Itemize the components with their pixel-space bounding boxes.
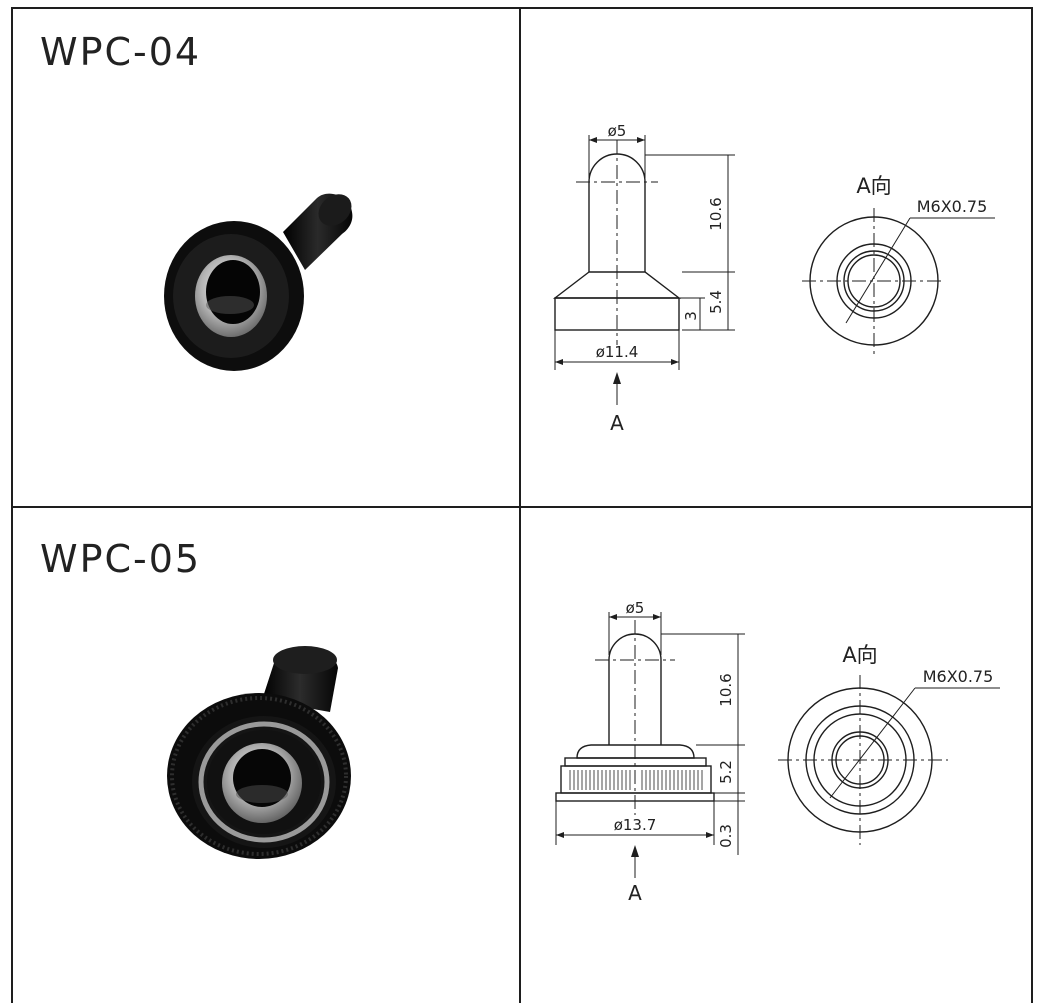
dim-top-diameter: ø5 — [608, 122, 627, 140]
dim-base-diameter: ø13.7 — [614, 816, 657, 834]
view-label: A向 — [842, 643, 877, 667]
dim-height: 10.6 — [717, 673, 735, 706]
technical-drawing-wpc-05: ø5 10.6 5.2 0.3 ø13.7 A A向 M6X0.75 — [555, 599, 1000, 905]
product-photo-wpc-05 — [167, 646, 351, 859]
dim-top-diameter: ø5 — [626, 599, 645, 617]
dim-flange-height: 0.3 — [717, 824, 735, 848]
dim-height: 10.6 — [707, 197, 725, 230]
technical-drawing-wpc-04: ø5 10.6 5.4 3 ø11.4 A A向 M6X0.75 — [552, 122, 995, 435]
table-frame — [11, 7, 1033, 1003]
product-photo-wpc-04 — [164, 193, 353, 371]
column-divider — [519, 7, 521, 1003]
view-arrow-label: A — [628, 881, 642, 905]
model-title-wpc-04: WPC-04 — [40, 30, 202, 74]
view-label: A向 — [856, 174, 891, 198]
view-arrow-label: A — [610, 411, 624, 435]
dim-base-height: 5.2 — [717, 760, 735, 784]
dim-base-height: 5.4 — [707, 290, 725, 314]
thread-label: M6X0.75 — [923, 667, 994, 686]
thread-label: M6X0.75 — [917, 197, 988, 216]
row-divider — [11, 506, 1033, 508]
dim-base-diameter: ø11.4 — [596, 343, 639, 361]
model-title-wpc-05: WPC-05 — [40, 537, 202, 581]
dim-flange-height: 3 — [682, 311, 700, 321]
